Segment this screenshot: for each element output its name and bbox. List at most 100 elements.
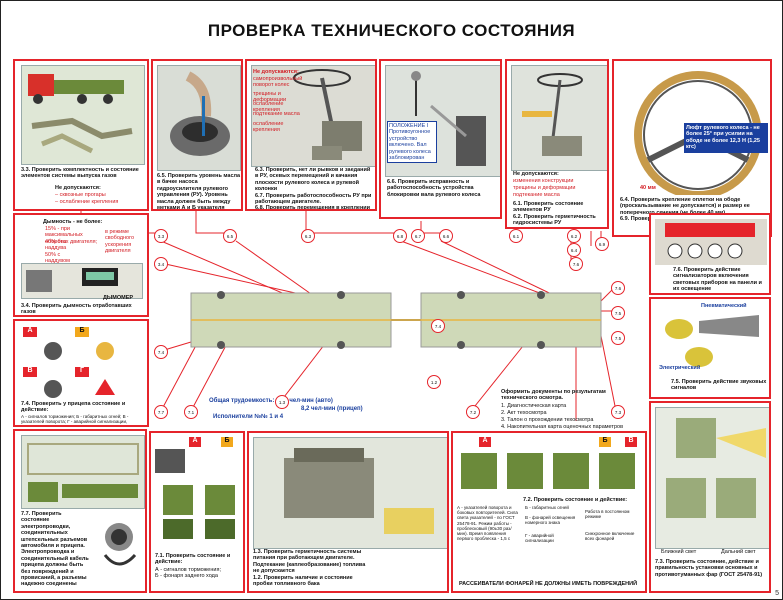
oil-reservoir-illustration — [157, 65, 241, 171]
steering-play-note: Люфт рулевого колеса - не более 25° при … — [684, 123, 768, 153]
panel-7-2: А Б В 7.2. Проверить состояние и действи… — [451, 431, 647, 593]
caption-1-2: 1.2. Проверить наличие и состояние пробк… — [253, 575, 353, 588]
horn-icon — [665, 315, 759, 367]
fuel-system-illustration — [253, 437, 447, 549]
item-6-1-1: изменения конструкции — [513, 178, 574, 184]
instrument-panel-icon — [655, 219, 767, 265]
panel-6-3: Не допускаются: самопроизвольный поворот… — [245, 59, 377, 211]
marker-6-8: 6.8 — [393, 229, 407, 243]
trailer-wiring-illustration — [21, 435, 145, 509]
page-number: 5 — [775, 590, 779, 597]
panel-7-1: А Б 7.1. Проверить состояние и действие:… — [149, 431, 245, 593]
trailer-lamps-icon — [44, 342, 115, 398]
lamp-letter-b-7-2: Б — [599, 437, 611, 447]
caption-1-3: 1.3. Проверить герметичность системы пит… — [253, 549, 366, 575]
panel-7-4: А Б В Г 7.4. Проверить у прицепа состоян… — [13, 319, 149, 427]
marker-3-4: 3.4 — [154, 257, 168, 271]
caption-6-5: 6.5. Проверить уровень масла в бачке нас… — [157, 173, 241, 211]
marker-6-2: 6.2 — [567, 229, 581, 243]
docs-item-2: 2. Акт техосмотра — [501, 410, 547, 416]
near-beam-label: Ближний свет — [661, 549, 697, 555]
panel-6-4: Люфт рулевого колеса - не более 25° при … — [612, 59, 772, 237]
trailer-wiring-icon — [27, 443, 139, 502]
labor-line-3: Исполнители №№ 1 и 4 — [213, 414, 284, 420]
truck-exhaust-illustration — [21, 65, 145, 165]
vehicle-plan-view — [190, 291, 602, 349]
panel-1-3: 1.3. Проверить герметичность системы пит… — [247, 431, 449, 593]
caption-6-6: 6.6. Проверить исправность и работоспосо… — [387, 179, 481, 198]
legend-7-4: А - сигналов торможения; Б - габаритных … — [21, 414, 129, 427]
labor-line-2: 8,2 чел-мин (прицеп) — [301, 406, 363, 412]
legend-7-2-g: Г - аварийной сигнализации — [525, 533, 554, 544]
panel-6-6: ПОЛОЖЕНИЕ I Противоугонное устройство вк… — [379, 59, 502, 219]
docs-header: Оформить документы по результатам технич… — [501, 389, 606, 402]
marker-7-1: 7.1 — [184, 405, 198, 419]
legend-7-2-a: А - указателей поворота и боковых повтор… — [457, 505, 518, 542]
panel-3-4: Дымность - не более: 15% - при максималь… — [13, 213, 149, 317]
marker-7-5-b: 7.5 — [611, 331, 625, 345]
caption-7-1: 7.1. Проверить состояние и действие: — [155, 553, 231, 566]
item-6-3-5: ослабление крепления — [253, 121, 284, 134]
smoke-header: Дымность - не более: — [43, 219, 103, 225]
lens-warning: РАССЕИВАТЕЛИ ФОНАРЕЙ НЕ ДОЛЖНЫ ИМЕТЬ ПОВ… — [459, 581, 638, 587]
steering-linkage-illustration — [251, 65, 375, 167]
marker-6-3: 6.3 — [301, 229, 315, 243]
docs-item-3: 3. Талон о прохождении техосмотра — [501, 417, 594, 423]
caption-3-3: 3.3. Проверить комплектность и состояние… — [21, 167, 139, 180]
legend-7-1: А - сигналов торможения; Б - фонаря задн… — [155, 567, 221, 580]
legend-7-2-v: В - фонарей освещения номерного знака — [525, 515, 576, 526]
engine-fuel-icon — [284, 448, 434, 534]
lamp-letter-v-7-2: В — [625, 437, 637, 447]
caption-6-1: 6.1. Проверить состояние элементов РУ 6.… — [513, 201, 596, 227]
lamp-letter-a: А — [23, 327, 37, 337]
smoke-line-2: 40% без наддува — [45, 239, 67, 252]
page-title: ПРОВЕРКА ТЕХНИЧЕСКОГО СОСТОЯНИЯ — [207, 21, 576, 40]
marker-7-4: 7.4 — [154, 345, 168, 359]
not-allowed-6-1: Не допускаются: — [513, 171, 559, 177]
marker-7-4-b: 7.4 — [431, 319, 445, 333]
caption-7-4: 7.4. Проверить у прицепа состояние и дей… — [21, 401, 126, 414]
marker-7-7: 7.7 — [154, 405, 168, 419]
caption-6-3: 6.3. Проверить, нет ли рывков и заеданий… — [255, 167, 372, 211]
marker-7-6-b: 7.6 — [569, 257, 583, 271]
item-3-3-2: – ослабление крепления — [55, 199, 119, 205]
smoke-line-3: 50% с наддувом — [45, 252, 70, 265]
steering-system-illustration — [511, 65, 607, 171]
lamp-letter-b: Б — [75, 327, 89, 337]
not-allowed-6-3: Не допускаются: — [253, 69, 299, 75]
marker-6-5: 6.5 — [223, 229, 237, 243]
item-3-3-1: – сквозные прогары — [55, 192, 106, 198]
docs-item-4: 4. Накопительная карта оценочных парамет… — [501, 424, 623, 430]
lamp-letter-g: Г — [75, 367, 89, 377]
marker-7-6: 7.6 — [611, 281, 625, 295]
marker-7-3: 7.3 — [611, 405, 625, 419]
mode-sync: Синхронное включение всех фонарей — [585, 531, 635, 542]
caption-3-4: 3.4. Проверить дымность отработавших газ… — [21, 303, 132, 316]
lock-position-label: ПОЛОЖЕНИЕ I Противоугонное устройство вк… — [387, 121, 437, 164]
horn-electric-label: Электрический — [659, 365, 701, 371]
truck-icon — [28, 74, 133, 154]
smoke-meter-label: ДЫМОМЕР — [103, 295, 134, 301]
smoke-meter-illustration — [21, 263, 143, 299]
labor-box: Общая трудоемкость: 33,7 чел-мин (авто) … — [209, 397, 363, 421]
item-6-3-1: самопроизвольный поворот колес — [253, 76, 303, 89]
marker-7-5: 7.5 — [611, 306, 625, 320]
smoke-line-1: 15% - при максимальных оборотах двигател… — [45, 226, 98, 245]
caption-7-5: 7.5. Проверить действие звуковых сигнало… — [671, 379, 767, 392]
marker-1-3: 1.3 — [275, 395, 289, 409]
steering-column-icon — [522, 73, 583, 156]
truck-front-rear-icon — [461, 453, 635, 489]
marker-3-3: 3.3 — [154, 229, 168, 243]
marker-6-4: 6.4 — [567, 243, 581, 257]
legend-7-2-b: Б - габаритных огней — [525, 505, 569, 510]
panel-7-5: Пневматический Электрический 7.5. Провер… — [649, 297, 771, 399]
item-6-1-2: трещины и деформации — [513, 185, 576, 191]
marker-6-6: 6.6 — [439, 229, 453, 243]
steering-gear-icon — [293, 69, 362, 160]
caption-7-2: 7.2. Проверить состояние и действие: — [523, 497, 628, 503]
horn-pneumatic-label: Пневматический — [701, 303, 747, 309]
headlight-adjustment-illustration — [655, 407, 769, 549]
rim-size-label: 40 мм — [640, 185, 656, 191]
panel-7-6: 7.6. Проверить действие сигнализаторов в… — [649, 213, 771, 295]
